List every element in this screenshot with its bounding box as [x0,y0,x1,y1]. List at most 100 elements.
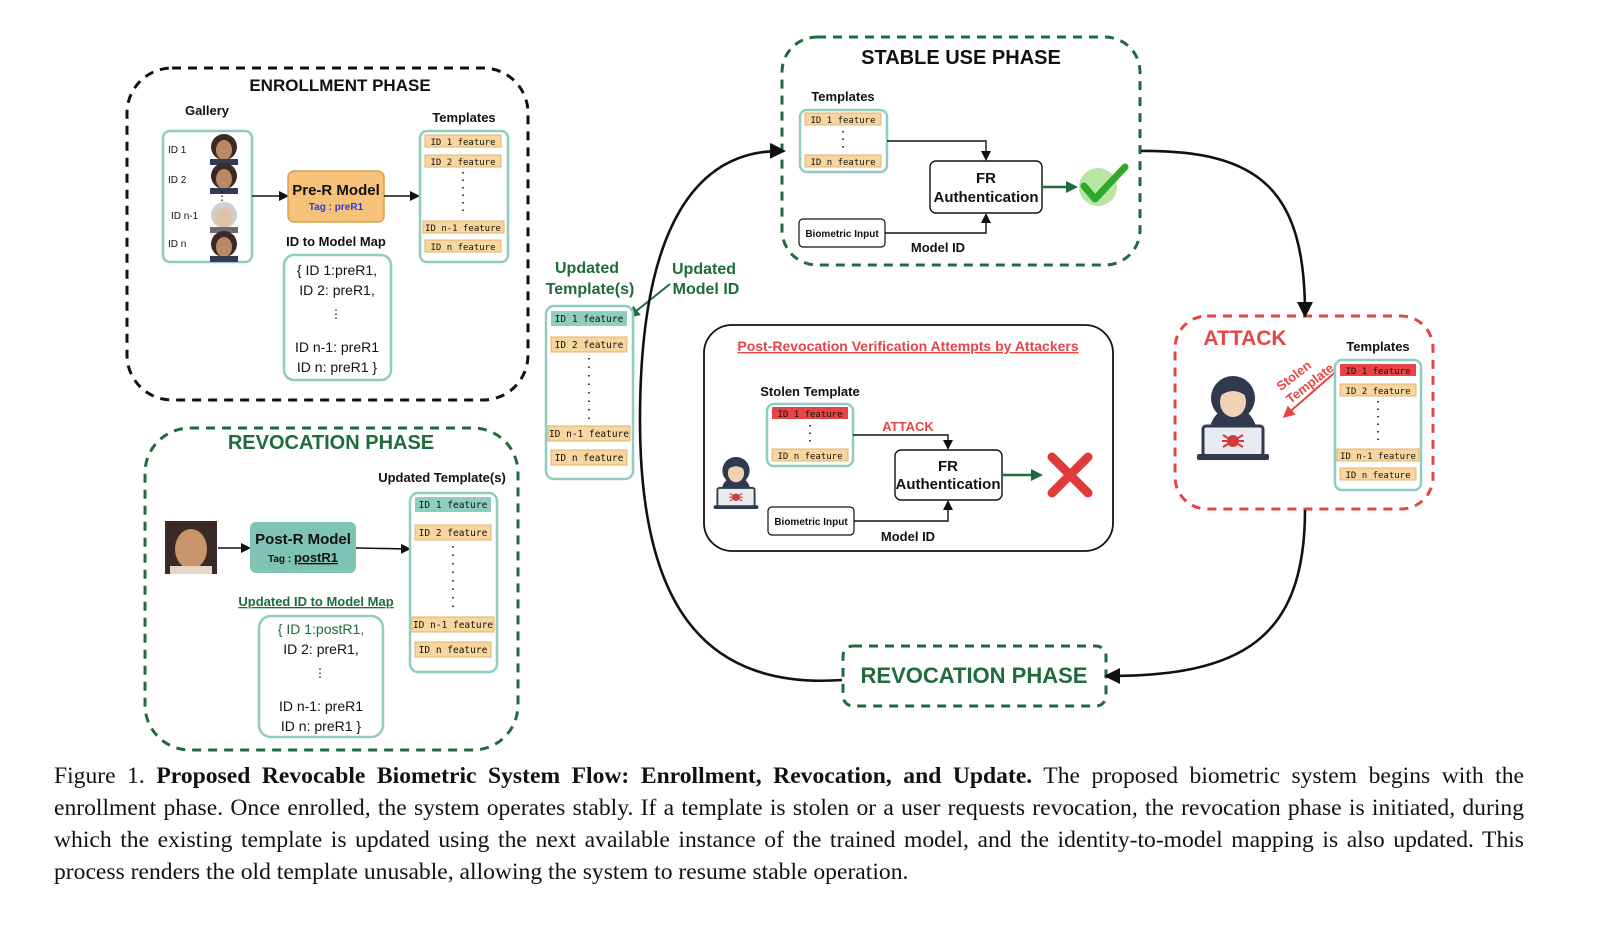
stable-template-n-label: ID n feature [810,158,875,168]
attack-template-1-label: ID 1 feature [1345,367,1410,377]
post-fr-line-2: Authentication [896,476,1001,493]
revocation-phase-bottom: REVOCATION PHASE [841,644,1108,708]
revocation-phase-left-title: REVOCATION PHASE [228,432,434,454]
middle-template-n [550,449,628,466]
stable-fr-line-2: Authentication [934,189,1039,206]
updated-map-line-1: { ID 1:postR1, [278,621,364,637]
updated-templates-heading-2: Template(s) [546,281,635,298]
id-model-map-line-2: ID 2: preR1, [299,282,374,298]
enrollment-template-2-label: ID 2 feature [430,158,495,168]
gallery-id-1: ID 1 [168,145,187,156]
enrollment-template-n-1-label: ID n-1 feature [425,224,501,234]
figure-caption: Figure 1. Proposed Revocable Biometric S… [54,760,1524,888]
face-photo-n [210,231,238,262]
attack-template-2 [1339,383,1417,397]
updated-templates-label: Updated Template(s) [378,470,506,485]
attack-template-1 [1340,364,1416,376]
id-model-map-ellipsis: ⋮ [330,307,342,321]
stolen-template-n-label: ID n feature [777,452,842,462]
middle-template-1-label: ID 1 feature [555,314,624,325]
enrollment-phase-title: ENROLLMENT PHASE [249,76,430,95]
updated-map-line-4: ID n: preR1 } [281,718,361,734]
attack-phase-title: ATTACK [1203,327,1286,350]
caption-prefix: Figure 1. [54,763,157,789]
middle-template-n-1-label: ID n-1 feature [549,429,629,440]
post-r-model-tag: Tag : postR1 [268,550,338,565]
updated-map-ellipsis: ⋮ [314,666,326,680]
revocation-template-1-label: ID 1 feature [419,500,488,511]
enrollment-template-2 [424,154,502,168]
gallery-id-n: ID n [168,239,186,250]
attack-template-n-label: ID n feature [1345,471,1410,481]
post-revocation-attack-label: ATTACK [882,419,934,434]
post-model-to-templates-arrow [355,543,411,554]
updated-templates-heading-1: Updated [555,260,619,277]
stable-template-1-label: ID 1 feature [810,116,875,126]
gallery-ellipsis: ⋮ [216,189,228,203]
stolen-template-1-label: ID 1 feature [777,410,842,420]
updated-model-heading-1: Updated [672,261,736,278]
post-r-model-box [250,522,356,573]
attacker-icon [1195,374,1271,462]
revocation-template-2-label: ID 2 feature [419,528,488,539]
attack-phase: ATTACK Templates Stolen Template ID 1 fe… [1173,314,1435,511]
check-icon [1079,163,1129,206]
enrollment-template-n-1 [422,220,505,234]
post-biometric-input-label: Biometric Input [774,517,848,528]
revocation-template-n-label: ID n feature [419,645,488,656]
revocable-biometric-flow-diagram: ENROLLMENT PHASE Gallery ID 1 ID 2 ID n-… [125,35,1435,752]
stable-biometric-to-fr-arrow [885,213,991,234]
middle-updated-templates: Updated Template(s) Updated Model ID ID … [544,260,740,481]
middle-template-n-label: ID n feature [555,453,624,464]
middle-template-2 [550,336,628,353]
attack-templates-label: Templates [1346,339,1409,354]
new-user-photo [165,521,217,574]
updated-map-label: Updated ID to Model Map [238,594,393,609]
revocation-template-1 [415,497,491,512]
gallery-id-2: ID 2 [168,175,187,186]
post-revocation-border [703,324,1114,552]
updated-model-heading-2: Model ID [673,281,740,298]
attack-template-n-1 [1336,448,1420,462]
middle-template-1 [551,311,627,326]
post-r-model-label: Post-R Model [255,531,351,548]
id-model-map-box [282,253,393,382]
flow-arrow-attack-to-revocation [1104,509,1307,684]
face-photo-1 [210,134,238,165]
enrollment-phase: ENROLLMENT PHASE Gallery ID 1 ID 2 ID n-… [125,66,530,402]
enrollment-template-1-label: ID 1 feature [430,138,495,148]
stable-biometric-input-label: Biometric Input [805,229,879,240]
stable-templates-label: Templates [811,89,874,104]
post-biometric-to-fr-arrow [854,500,953,522]
id-model-map-line-4: ID n: preR1 } [297,359,377,375]
enrollment-templates-label: Templates [432,110,495,125]
enrollment-template-n-label: ID n feature [430,243,495,253]
stolen-to-fr-arrow [853,434,953,450]
updated-map-box [257,614,385,739]
attack-template-n-1-label: ID n-1 feature [1340,452,1416,462]
stolen-template-label: Stolen Template [760,384,859,399]
pre-r-model-tag: Tag : preR1 [309,202,364,213]
flow-arrow-stable-to-attack [1140,149,1313,318]
revocation-template-n-1 [411,616,495,633]
revocation-template-n-1-label: ID n-1 feature [413,620,493,631]
revocation-phase-left: REVOCATION PHASE Post-R Model Tag : post… [143,426,520,752]
middle-template-2-label: ID 2 feature [555,340,624,351]
stable-model-id-label: Model ID [911,240,965,255]
post-revocation-title: Post-Revocation Verification Attempts by… [737,338,1078,354]
gallery-id-n-1: ID n-1 [171,211,199,222]
enrollment-template-n [424,239,502,253]
stable-template-1 [804,112,882,126]
post-revocation-verification: Post-Revocation Verification Attempts by… [703,324,1114,552]
caption-text: The proposed biometric system begins wit… [54,763,1525,885]
cross-icon [1047,452,1093,498]
middle-template-n-1 [547,425,631,442]
caption-bold-title: Proposed Revocable Biometric System Flow… [156,763,1033,789]
post-model-id-label: Model ID [881,529,935,544]
revocation-template-2 [414,524,492,541]
updated-map-line-2: ID 2: preR1, [283,641,358,657]
id-model-map-line-3: ID n-1: preR1 [295,339,379,355]
enrollment-template-list: ID 1 feature ID 2 feature ID n-1 feature… [422,134,505,253]
post-r-model-tag-prefix: Tag : [268,554,294,565]
id-model-map-label: ID to Model Map [286,234,386,249]
